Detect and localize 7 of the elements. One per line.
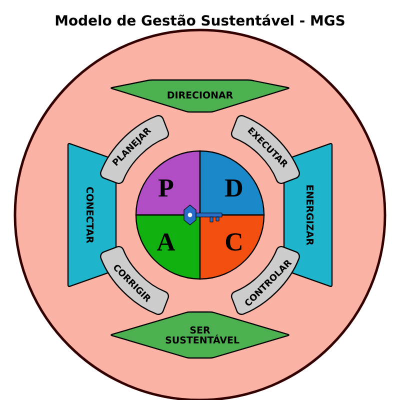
banner: SER SUSTENTÁVEL: [110, 311, 290, 359]
quadrant: D: [199, 150, 265, 216]
title: Modelo de Gestão Sustentável - MGS: [56, 14, 344, 26]
quadrant: P: [135, 150, 201, 216]
quadrant: C: [199, 214, 265, 280]
banner: DIRECIONAR: [110, 79, 290, 113]
quadrant: A: [135, 214, 201, 280]
